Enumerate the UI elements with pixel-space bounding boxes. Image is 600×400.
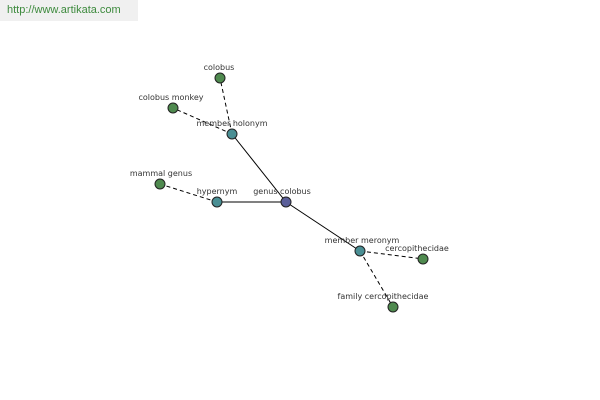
edge-genus-colobus-to-member-holonym	[231, 133, 287, 203]
edge-member-meronym-to-family-cercopithecidae	[359, 250, 394, 308]
source-url[interactable]: http://www.artikata.com	[0, 0, 138, 21]
labels-layer: genus colobus member holonym hypernym membe…	[130, 63, 449, 301]
edge-hypernym-to-mammal-genus	[159, 183, 218, 203]
node-label-cercopithecidae[interactable]: cercopithecidae	[385, 244, 449, 253]
node-label-mammal-genus[interactable]: mammal genus	[130, 169, 192, 178]
node-label-member-holonym[interactable]: member holonym	[196, 119, 267, 128]
node-genus-colobus[interactable]	[280, 196, 292, 208]
node-colobus-monkey[interactable]	[167, 102, 179, 114]
node-member-meronym[interactable]	[354, 245, 366, 257]
node-label-colobus[interactable]: colobus	[204, 63, 235, 72]
edges-layer	[159, 77, 424, 308]
edge-member-holonym-to-colobus	[219, 77, 233, 135]
node-label-family-cercopithecidae[interactable]: family cercopithecidae	[338, 292, 429, 301]
node-label-member-meronym[interactable]: member meronym	[325, 236, 400, 245]
node-cercopithecidae[interactable]	[417, 253, 429, 265]
edge-member-meronym-to-cercopithecidae	[359, 250, 424, 260]
node-label-colobus-monkey[interactable]: colobus monkey	[138, 93, 203, 102]
edge-member-holonym-to-colobus-monkey	[172, 107, 233, 135]
node-family-cercopithecidae[interactable]	[387, 301, 399, 313]
node-label-genus-colobus[interactable]: genus colobus	[253, 187, 311, 196]
node-colobus[interactable]	[214, 72, 226, 84]
node-mammal-genus[interactable]	[154, 178, 166, 190]
nodes-layer	[154, 72, 429, 313]
node-hypernym[interactable]	[211, 196, 223, 208]
node-label-hypernym[interactable]: hypernym	[197, 187, 238, 196]
node-member-holonym[interactable]	[226, 128, 238, 140]
edge-genus-colobus-to-member-meronym	[285, 201, 361, 252]
